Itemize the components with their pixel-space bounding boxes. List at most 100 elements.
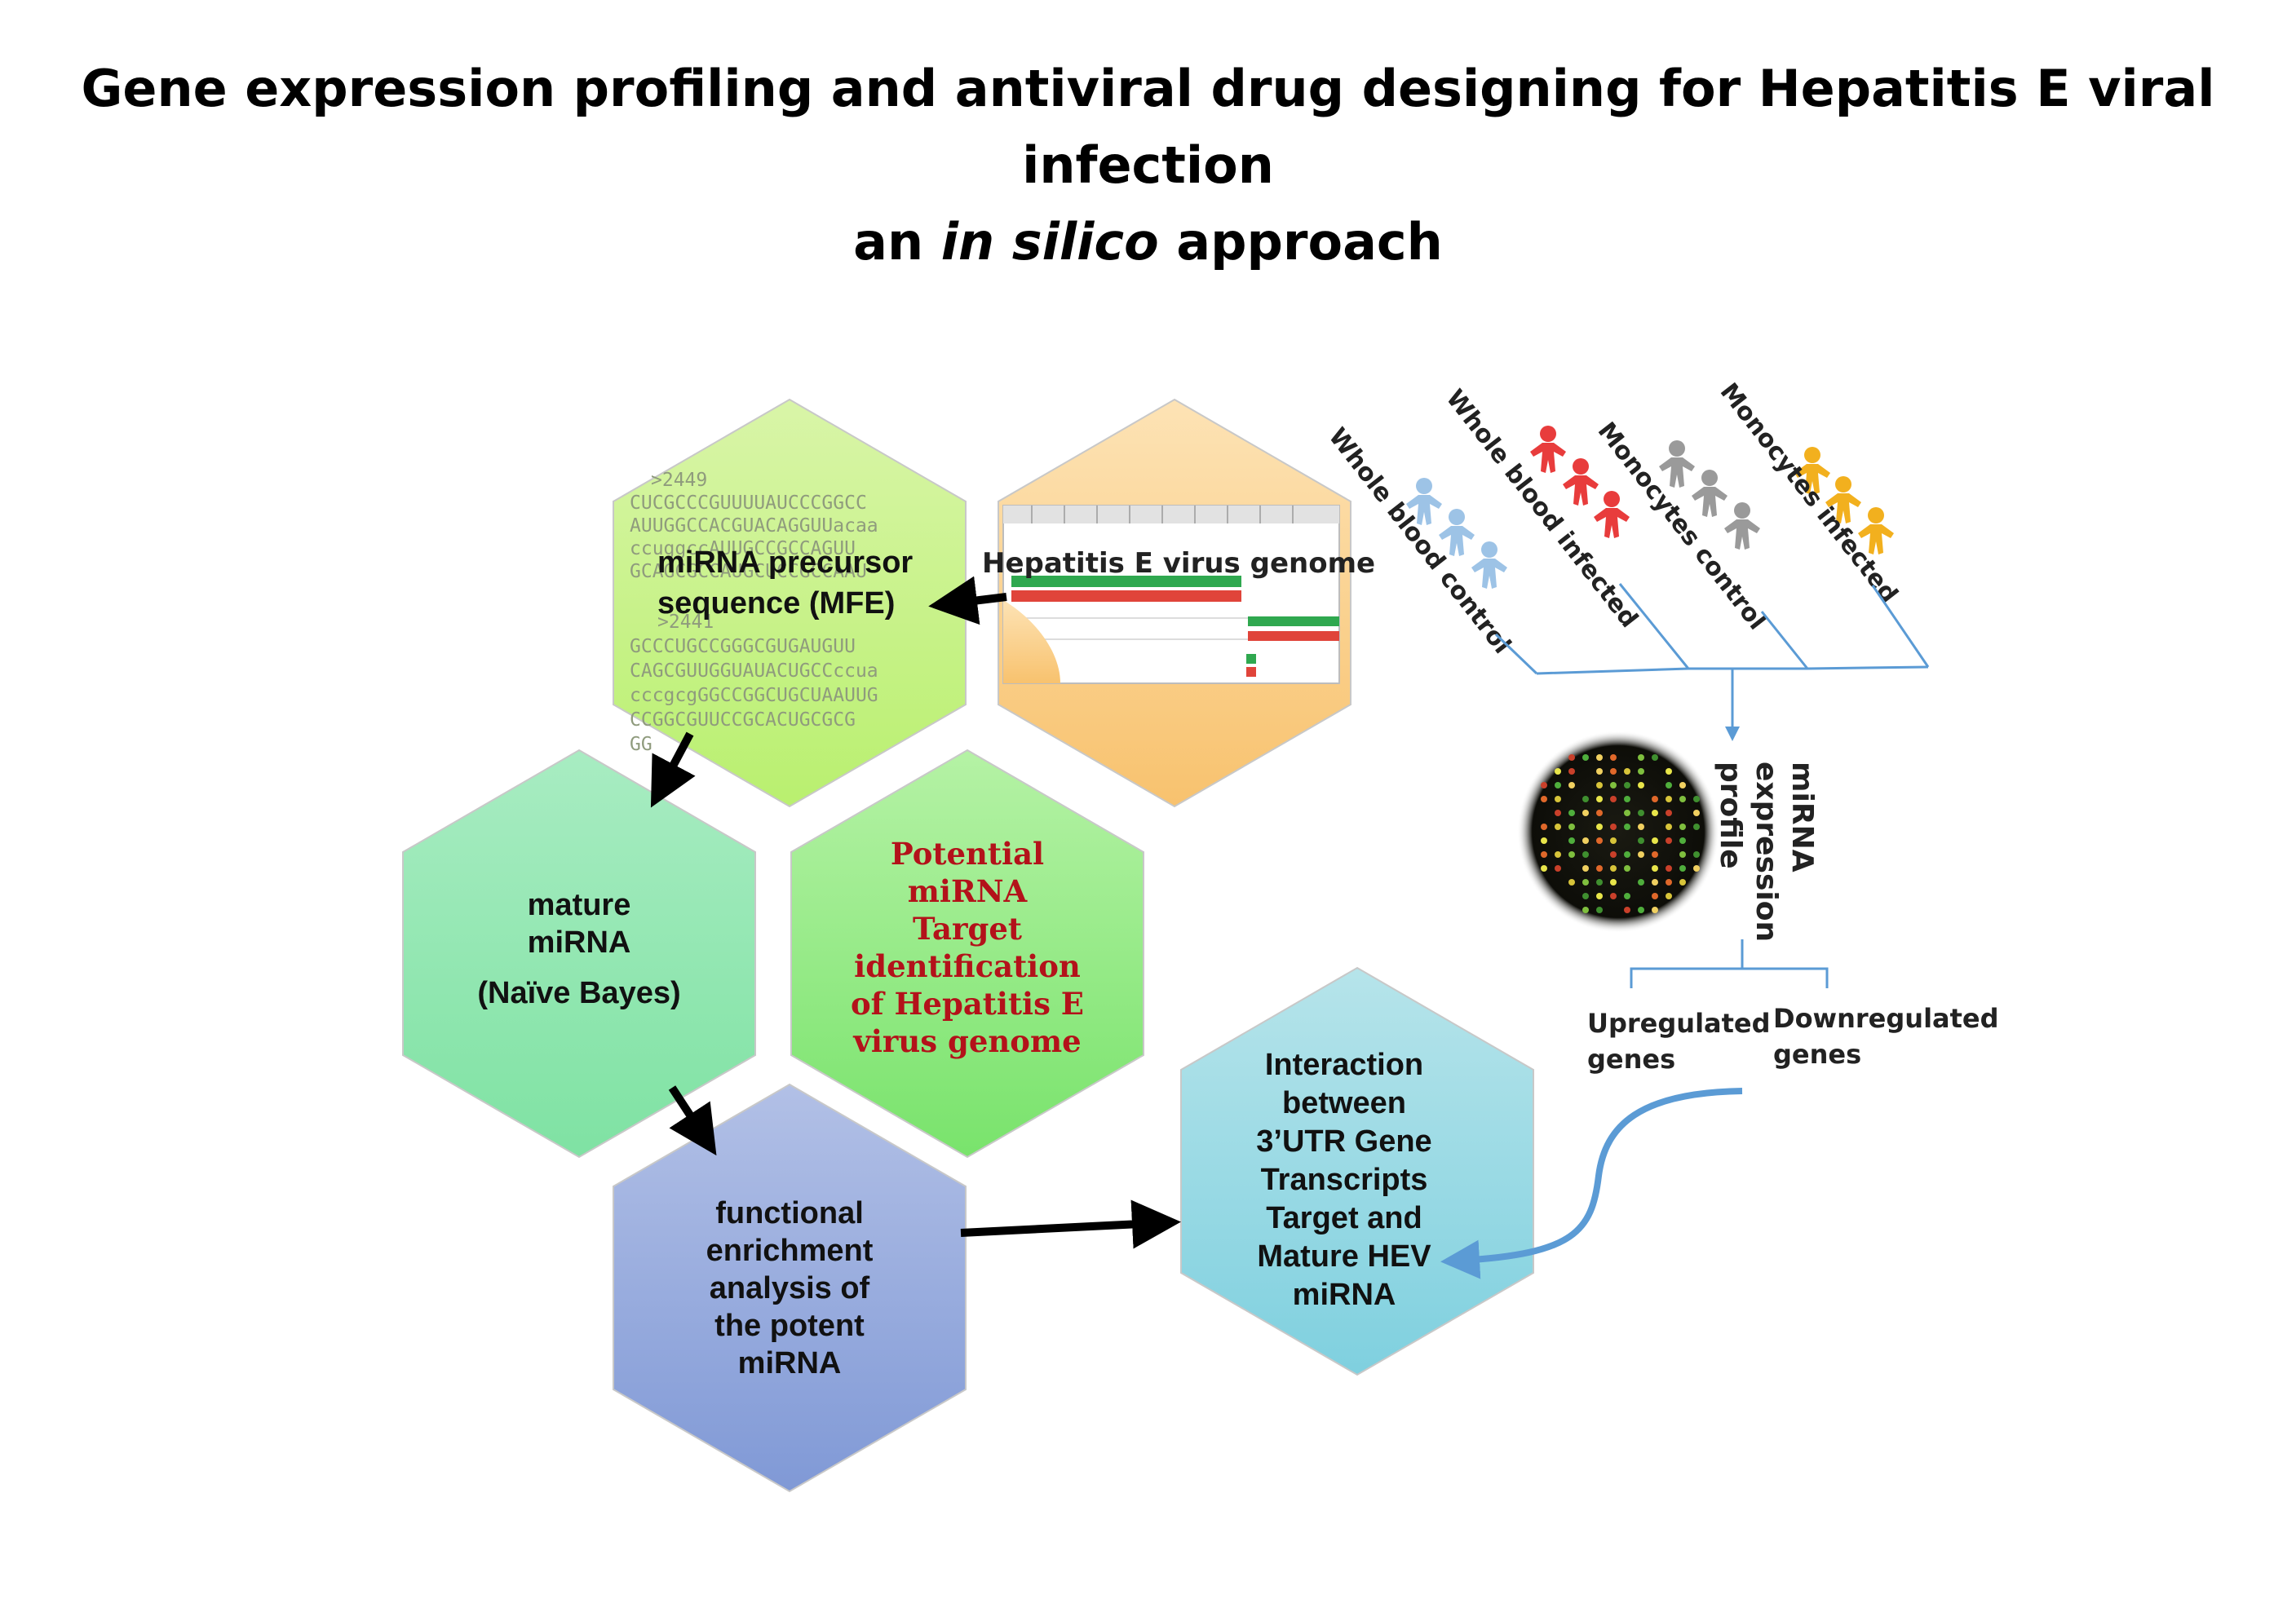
hexagon-genome: Hepatitis E virus genome	[982, 398, 1375, 808]
microarray-spot	[1679, 865, 1686, 872]
svg-text:GG: GG	[630, 734, 653, 755]
microarray-spot	[1555, 768, 1561, 775]
microarray-spot	[1624, 865, 1630, 872]
profile-label-line-2: expression	[1750, 762, 1783, 942]
microarray-spot	[1652, 810, 1658, 816]
person-head	[1734, 502, 1750, 519]
microarray-spot	[1624, 768, 1630, 775]
person-head	[1669, 440, 1685, 457]
group-label-monocytes-infected: Monocytes infected	[1714, 378, 1904, 608]
microarray-spot	[1541, 824, 1547, 830]
microarray-spot	[1582, 907, 1589, 913]
microarray-spot	[1610, 893, 1617, 899]
target-label-line-6: virus genome	[852, 1023, 1081, 1059]
microarray-spot	[1568, 810, 1575, 816]
microarray-spot	[1652, 893, 1658, 899]
hexagon-interaction: Interaction between 3’UTR Gene Transcrip…	[1180, 966, 1534, 1376]
enrichment-label-line-1: functional	[715, 1196, 864, 1230]
hexagon-mature: mature miRNA (Naïve Bayes)	[402, 749, 756, 1159]
interaction-label-line-3: 3’UTR Gene	[1256, 1124, 1431, 1159]
person-body	[1858, 524, 1894, 554]
microarray-spot	[1610, 851, 1617, 858]
profile-label-line-1: miRNA	[1785, 762, 1819, 872]
precursor-label-line-2: sequence (MFE)	[657, 586, 895, 621]
microarray-spot	[1582, 893, 1589, 899]
microarray-spot	[1555, 824, 1561, 830]
person-head	[1573, 458, 1589, 475]
microarray-spot	[1652, 754, 1658, 761]
microarray-spot	[1679, 796, 1686, 802]
microarray-spot	[1693, 865, 1700, 872]
downregulated-line-1: Downregulated	[1773, 1003, 1999, 1034]
mature-label-line-1: mature	[528, 888, 631, 922]
microarray-spot	[1693, 810, 1700, 816]
microarray-spot	[1693, 824, 1700, 830]
microarray-spot	[1652, 837, 1658, 844]
microarray-spot	[1624, 824, 1630, 830]
microarray-spot	[1610, 837, 1617, 844]
microarray-spot	[1624, 796, 1630, 802]
person-body	[1471, 559, 1507, 589]
person-body	[1825, 493, 1861, 523]
microarray-spot	[1541, 837, 1547, 844]
precursor-label-line-1: miRNA precursor	[657, 545, 913, 580]
microarray-spot	[1624, 893, 1630, 899]
microarray-spot	[1666, 810, 1672, 816]
microarray-spot	[1555, 851, 1561, 858]
mature-label-line-3: (Naïve Bayes)	[477, 976, 680, 1010]
microarray-spot	[1555, 796, 1561, 802]
microarray-spot	[1541, 796, 1547, 802]
people-whole-blood-control	[1406, 478, 1507, 589]
enrichment-label-line-5: miRNA	[738, 1346, 842, 1380]
microarray-spot	[1638, 754, 1644, 761]
microarray-spot	[1568, 837, 1575, 844]
microarray-spot	[1652, 907, 1658, 913]
svg-text:ccuggccAUUGCCGCCAGUU: ccuggccAUUGCCGCCAGUU	[630, 538, 856, 559]
interaction-label-line-1: Interaction	[1265, 1048, 1423, 1082]
person-body	[1406, 495, 1442, 525]
profile-label: miRNA expression profile	[1714, 762, 1819, 942]
microarray-spot	[1666, 768, 1672, 775]
microarray-spot	[1610, 865, 1617, 872]
microarray-spot	[1638, 782, 1644, 788]
svg-text:GCCCUGCCGGGCGUGAUGUU: GCCCUGCCGGGCGUGAUGUU	[630, 636, 856, 657]
microarray-spot	[1638, 768, 1644, 775]
microarray-spot	[1582, 865, 1589, 872]
microarray-spot	[1582, 796, 1589, 802]
title-line-1: Gene expression profiling and antiviral …	[81, 59, 2215, 195]
svg-text:GCAGCGCCAUGCUCCGCCAAU: GCAGCGCCAUGCUCCGCCAAU	[630, 561, 867, 582]
person-head	[1868, 507, 1884, 523]
arrow-mature-to-enrichment	[668, 1085, 717, 1156]
target-label-line-4: identification	[854, 948, 1081, 984]
hexagon-precursor: >2449 CUCGCCCGUUUUAUCCCGGCC AUUGGCCACGUA…	[613, 398, 967, 808]
svg-text:CUCGCCCGUUUUAUCCCGGCC: CUCGCCCGUUUUAUCCCGGCC	[630, 492, 867, 514]
svg-text:AUUGGCCACGUACAGGUUacaa: AUUGGCCACGUACAGGUUacaa	[630, 515, 878, 537]
microarray-spot	[1568, 782, 1575, 788]
microarray-spot	[1610, 796, 1617, 802]
profile-label-line-3: profile	[1714, 762, 1747, 869]
microarray-spot	[1582, 754, 1589, 761]
microarray-spot	[1666, 865, 1672, 872]
microarray-spot	[1541, 865, 1547, 872]
sample-groups: Whole blood control Whole blood infected…	[1323, 378, 1904, 659]
figure-title: Gene expression profiling and antiviral …	[0, 51, 2296, 280]
microarray-spot	[1638, 824, 1644, 830]
person-body	[1594, 508, 1630, 538]
microarray-spot	[1555, 782, 1561, 788]
microarray-spot	[1596, 907, 1603, 913]
target-label-line-3: Target	[913, 911, 1022, 947]
microarray-spot	[1568, 879, 1575, 886]
person-body	[1563, 475, 1599, 506]
person-head	[1604, 491, 1620, 507]
microarray-spot	[1596, 837, 1603, 844]
microarray-spot	[1652, 851, 1658, 858]
microarray-spot	[1679, 824, 1686, 830]
microarray-spot	[1596, 810, 1603, 816]
microarray-spot	[1610, 879, 1617, 886]
people-monocytes-infected	[1794, 447, 1894, 554]
person-body	[1692, 487, 1728, 517]
microarray-spot	[1638, 810, 1644, 816]
microarray-spot	[1679, 782, 1686, 788]
svg-text:CAGCGUUGGUAUACUGCCccua: CAGCGUUGGUAUACUGCCccua	[630, 660, 878, 682]
hexagon-enrichment: functional enrichment analysis of the po…	[613, 1083, 967, 1493]
